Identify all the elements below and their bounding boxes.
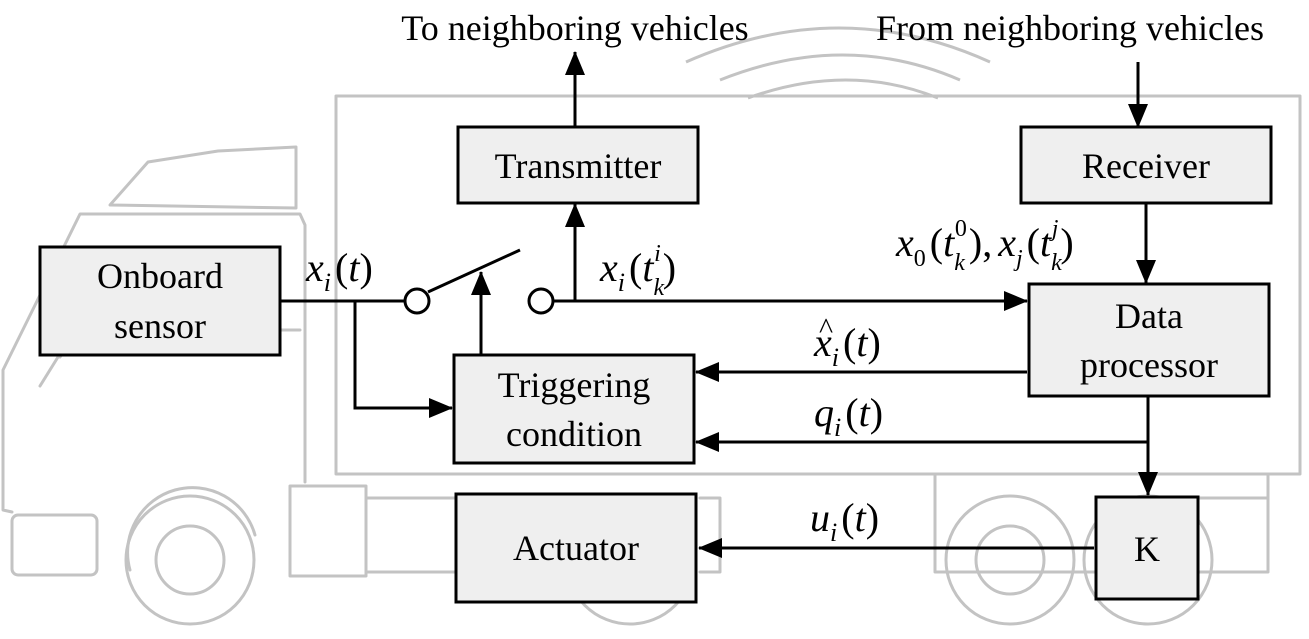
- actuator-block: Actuator: [454, 492, 698, 604]
- front-wheel: [124, 486, 257, 626]
- triggering-condition-label-line1: Triggering: [498, 365, 651, 405]
- gain-k-label: K: [1134, 529, 1160, 569]
- caption-to-neighbors: To neighboring vehicles: [401, 8, 748, 48]
- wireless-signal-icon: [685, 26, 991, 100]
- data-processor-label-line1: Data: [1115, 296, 1183, 336]
- onboard-sensor-label-line1: Onboard: [97, 256, 223, 296]
- switch-contact-left: [403, 287, 431, 315]
- cab-roof: [108, 145, 298, 210]
- svg-text:xi(t): xi(t): [813, 320, 881, 372]
- transmitter-label: Transmitter: [495, 146, 662, 186]
- signal-label-xi-t: xi(t): [305, 245, 373, 297]
- triggering-condition-block: Triggering condition: [452, 353, 696, 465]
- onboard-sensor-label-line2: sensor: [114, 306, 206, 346]
- gain-k-block: K: [1094, 495, 1200, 601]
- chassis-rail: [364, 496, 457, 574]
- cargo-container: [334, 94, 1302, 476]
- signal-label-xhat-i-t: xi(t) ^: [813, 312, 881, 372]
- rear-wheel: [944, 494, 1076, 626]
- caption-from-neighbors: From neighboring vehicles: [876, 8, 1264, 48]
- signal-wires: [280, 51, 1158, 558]
- receiver-label: Receiver: [1082, 146, 1210, 186]
- cab-body: [1, 212, 307, 514]
- data-processor-block: Data processor: [1027, 282, 1271, 398]
- onboard-sensor-block: Onboard sensor: [38, 245, 282, 357]
- signal-label-neighbor-states: x0(tk0),xj(tkj): [895, 216, 1074, 276]
- hat-accent: ^: [819, 312, 833, 345]
- front-bumper: [10, 513, 99, 577]
- rear-fender: [698, 496, 722, 574]
- signal-label-xi-tki: xi(tki): [599, 241, 676, 301]
- transmitter-block: Transmitter: [456, 125, 700, 205]
- receiver-block: Receiver: [1019, 125, 1273, 205]
- cab-door-line: [38, 355, 60, 388]
- actuator-label: Actuator: [513, 528, 639, 568]
- switch-contact-right: [527, 287, 555, 315]
- data-processor-label-line2: processor: [1080, 345, 1218, 385]
- signal-label-ui-t: ui(t): [810, 495, 879, 547]
- triggering-condition-label-line2: condition: [506, 414, 642, 454]
- fuel-tank: [288, 484, 368, 578]
- signal-label-qi-t: qi(t): [814, 390, 883, 442]
